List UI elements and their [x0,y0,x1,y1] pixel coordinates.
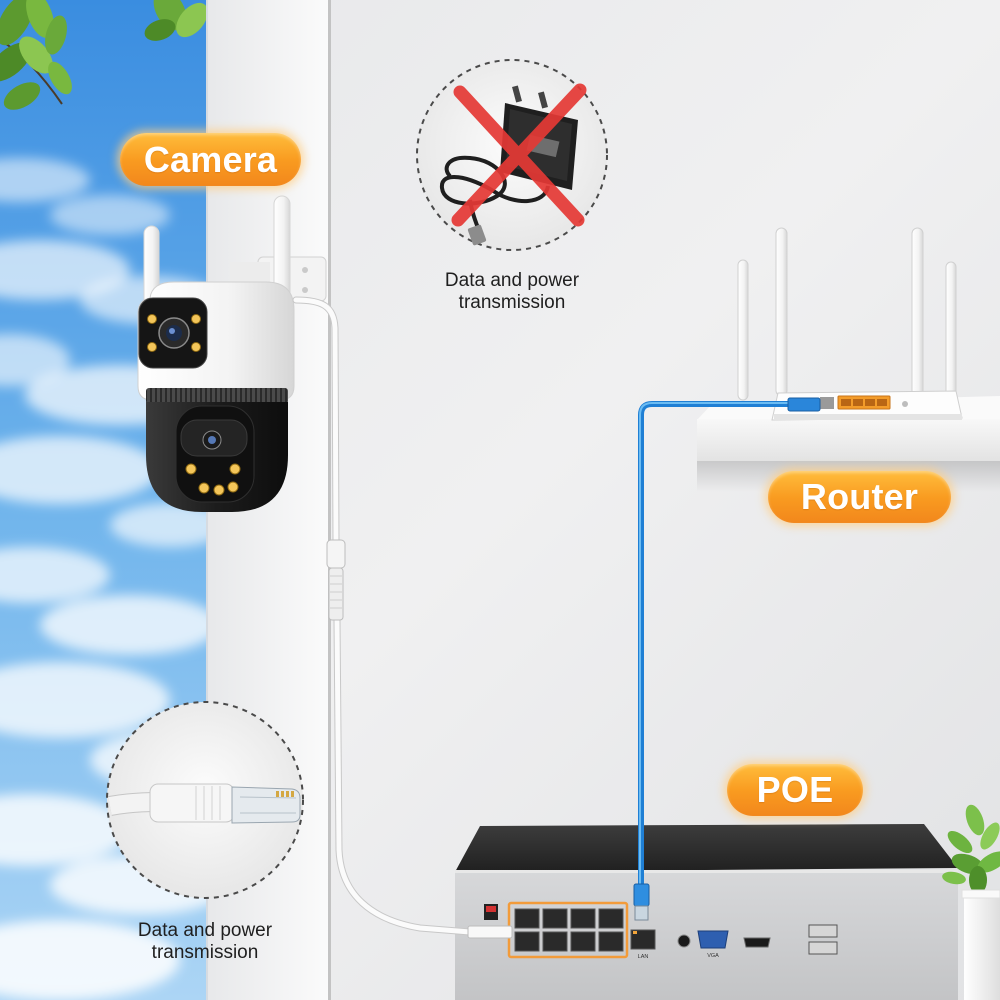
poe-port [598,908,624,929]
camera-led [229,463,241,475]
connector-caption-line2: transmission [151,942,259,963]
camera-led [191,342,201,352]
poe-port [570,908,596,929]
connector-caption-line1: Data and power [137,920,273,941]
camera-led [227,481,239,493]
camera-led [147,314,157,324]
cross-mark [451,83,587,227]
barrel-plug [467,224,487,246]
poe-port [514,908,540,929]
usb-port [808,941,838,955]
lan-port-label: LAN [638,954,649,960]
wifi-router-icon [737,227,963,421]
router-antenna [945,261,957,401]
power-adapter-crossed-icon [416,59,608,251]
router-antenna [775,227,788,397]
cable-coupler [326,539,346,621]
router-button [902,401,908,407]
tree-leaves [0,0,207,110]
poe-label: POE [727,764,863,816]
camera-cable-plug [467,925,513,939]
camera-led [213,484,225,496]
nvr-top [455,824,958,872]
adapter-caption-line1: Data and power [444,270,580,291]
router-antenna [911,227,924,397]
camera-led [147,342,157,352]
potted-plant-icon [942,804,1000,1000]
adapter-caption-line2: transmission [458,292,566,313]
router-label-text: Router [800,476,919,517]
poe-port [514,931,540,952]
camera-label: Camera [120,133,301,186]
adapter-cable [440,155,550,206]
connector-caption: Data and power transmission [85,920,325,964]
poe-port [542,908,568,929]
connector-boot [149,783,235,823]
camera-label-text: Camera [143,138,278,180]
poe-port [570,931,596,952]
poe-label-text: POE [756,769,834,810]
poe-nvr-icon: LAN VGA [455,824,958,1000]
vga-port-label: VGA [707,953,719,959]
poe-port [598,931,624,952]
wall-corner-edge [328,0,331,1000]
router-ethernet-cable [638,401,795,889]
connector-plug [231,786,301,824]
poe-port [542,931,568,952]
vga-port [697,930,729,949]
camera-collar [146,388,288,404]
camera-led [198,482,210,494]
router-cable-plug [787,397,821,412]
usb-port [808,924,838,938]
ptz-dual-lens-camera-icon [137,195,327,512]
audio-jack [677,934,691,948]
plant-pot [964,893,1000,1000]
rj45-connector-icon [106,701,304,899]
lan-port [630,929,656,950]
camera-led [191,314,201,324]
adapter-caption: Data and power transmission [392,270,632,314]
nvr-cable-plug [633,883,650,907]
hdmi-port [743,937,771,948]
router-label: Router [768,471,951,523]
camera-led [185,463,197,475]
camera-ethernet-cable [292,296,474,936]
router-antenna [737,259,749,401]
